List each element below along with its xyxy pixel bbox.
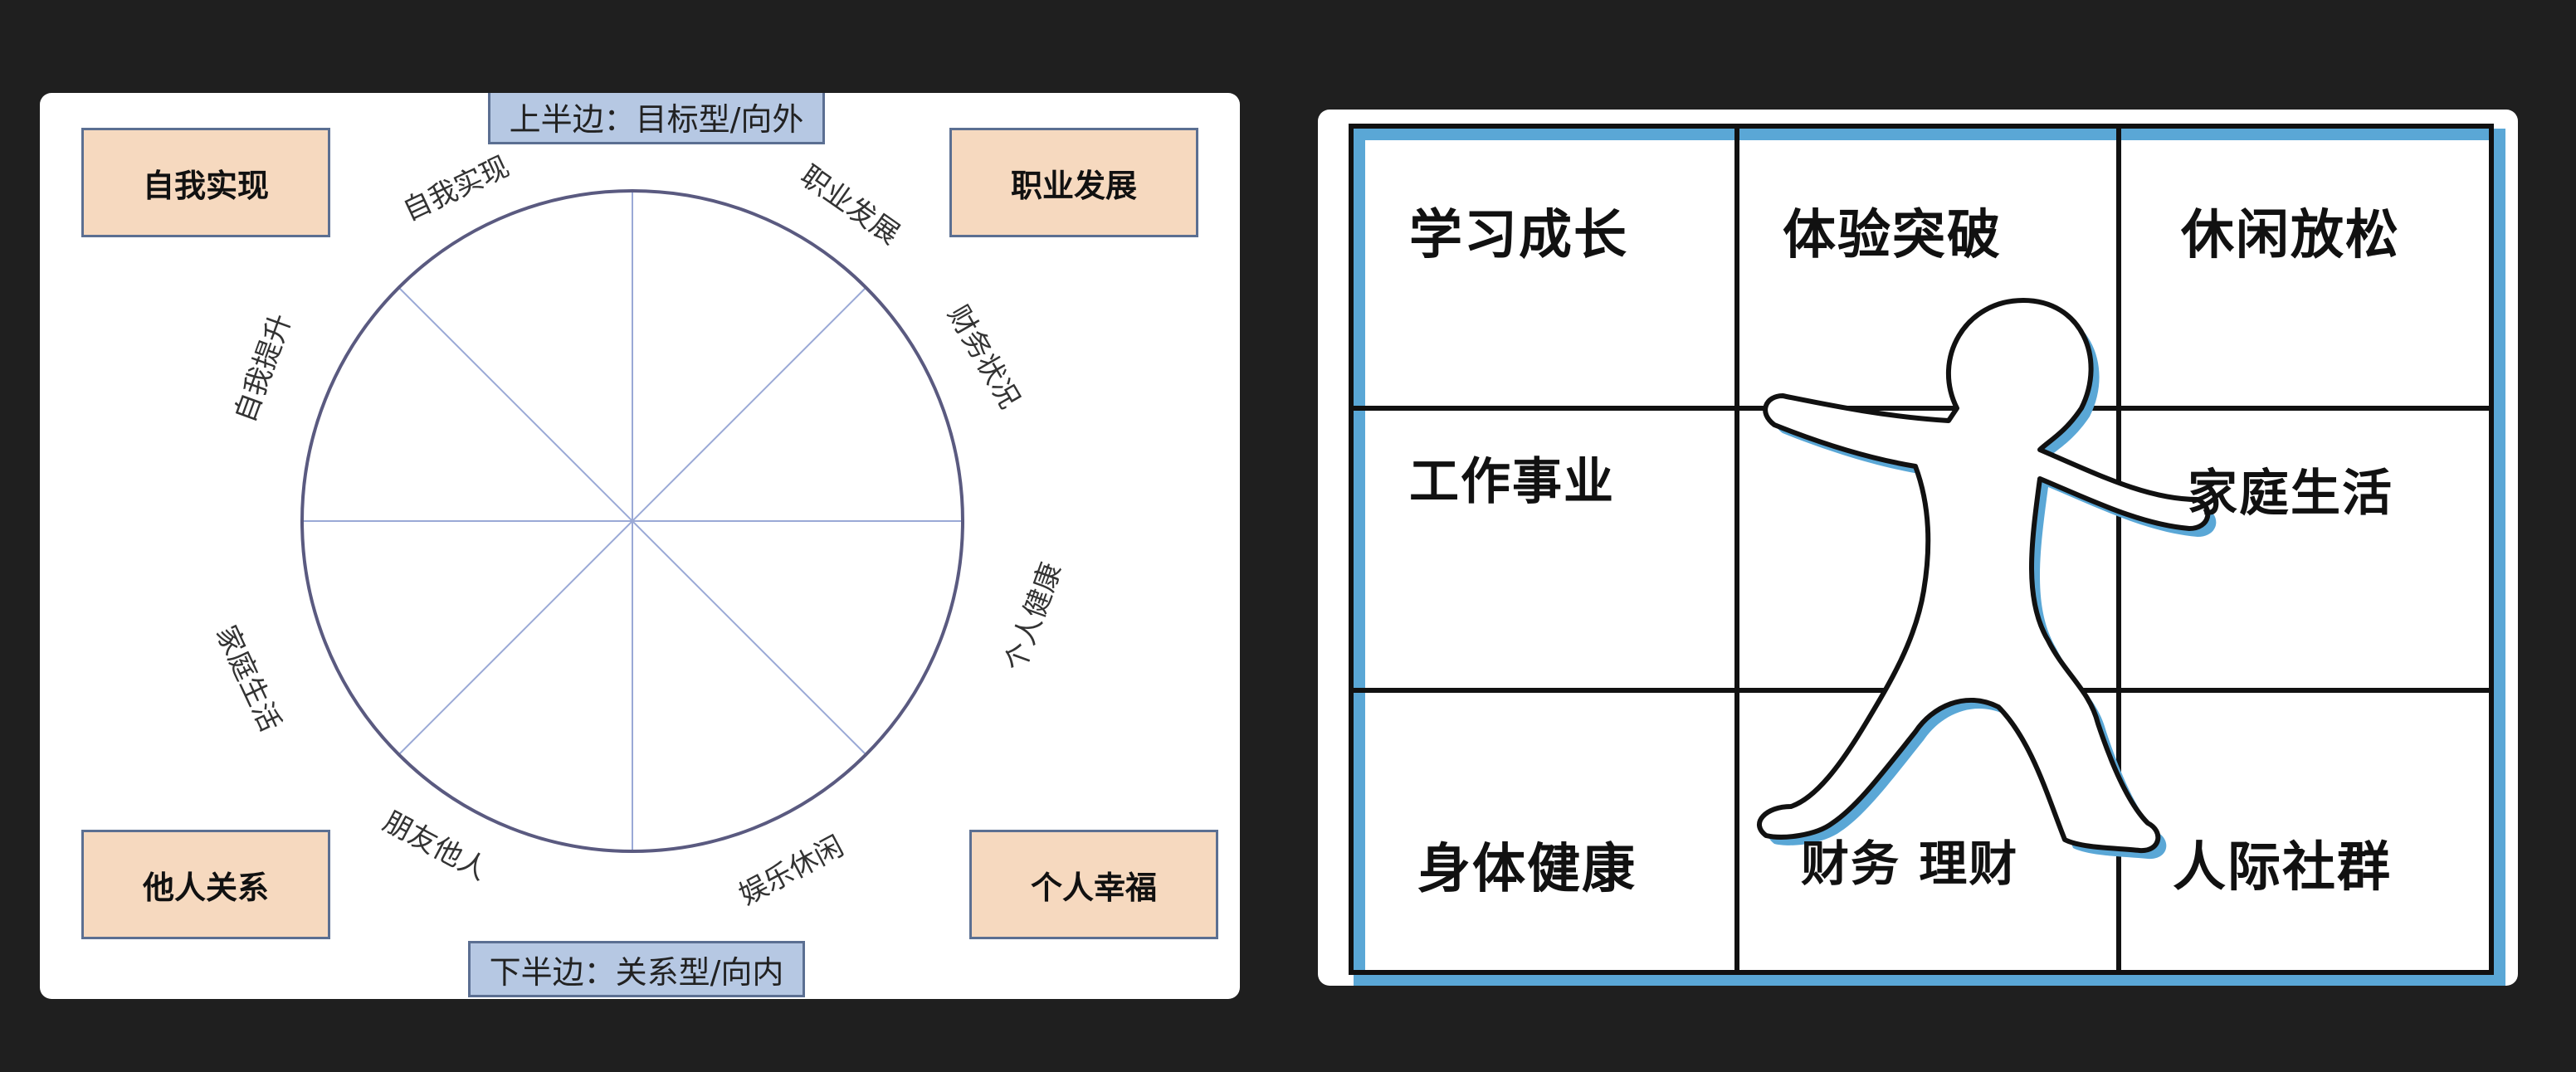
cell-learning-growth: 学习成长 xyxy=(1409,205,1628,266)
bottom-half-tag: 下半边：关系型/向内 xyxy=(468,941,805,997)
cell-family-life: 家庭生活 xyxy=(2188,465,2393,523)
top-half-tag: 上半边：目标型/向外 xyxy=(488,93,825,144)
cell-experience-breakthrough: 体验突破 xyxy=(1783,205,2002,266)
corner-career-development: 职业发展 xyxy=(949,128,1198,237)
life-wheel-chart xyxy=(300,189,964,853)
person-figure xyxy=(1757,298,2211,854)
corner-relationships: 他人关系 xyxy=(81,830,330,939)
cell-leisure-relax: 休闲放松 xyxy=(2181,205,2400,266)
grid-frame xyxy=(1349,124,2494,975)
life-grid-panel: 学习成长 体验突破 休闲放松 工作事业 家庭生活 身体健康 财务 理财 人际社群 xyxy=(1318,110,2518,986)
life-grid-drawing xyxy=(1349,124,2505,986)
wheel-spokes xyxy=(302,189,963,853)
grid-frame-shadow xyxy=(1354,129,2505,986)
cell-social-network: 人际社群 xyxy=(2173,837,2392,899)
cell-finance: 财务 理财 xyxy=(1801,836,2019,892)
cell-body-health: 身体健康 xyxy=(1417,839,1637,900)
spoke-diagonal-2 xyxy=(398,287,866,755)
wheel-circle xyxy=(300,189,964,853)
corner-self-actualization: 自我实现 xyxy=(81,128,330,237)
life-wheel-panel: 上半边：目标型/向外 下半边：关系型/向内 自我实现 职业发展 他人关系 个人幸… xyxy=(40,93,1240,999)
corner-personal-happiness: 个人幸福 xyxy=(969,830,1218,939)
cell-work-career: 工作事业 xyxy=(1409,453,1615,511)
